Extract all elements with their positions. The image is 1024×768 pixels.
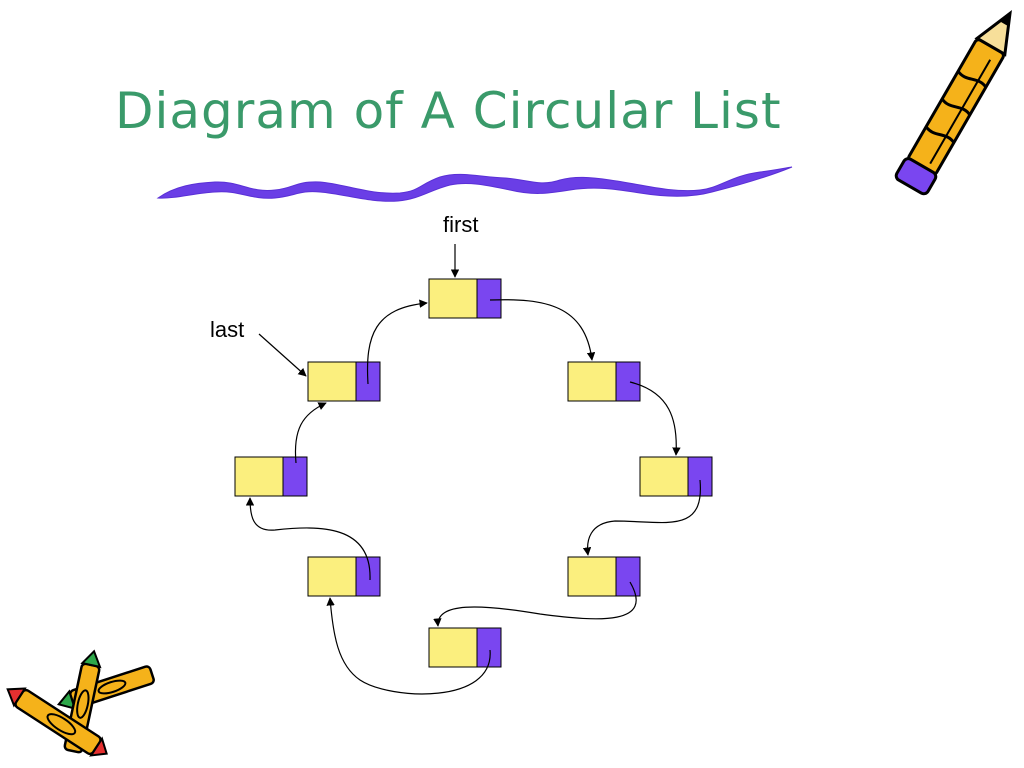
- list-node-1: [428, 278, 502, 319]
- list-node-2: [567, 361, 641, 402]
- link-arrow-4-to-5: [433, 581, 637, 627]
- link-arrow-2-to-3: [629, 381, 681, 456]
- list-node-5: [428, 627, 502, 668]
- last-pointer-arrow: [258, 333, 307, 377]
- link-arrow-5-to-6: [326, 597, 491, 695]
- first-pointer-label: first: [443, 212, 479, 237]
- link-arrow-7-to-8: [294, 402, 327, 464]
- link-arrow-3-to-4: [582, 479, 701, 556]
- list-node-6: [307, 556, 381, 597]
- link-arrow-8-to-1: [366, 299, 428, 385]
- link-arrow-6-to-7: [245, 497, 371, 581]
- link-arrow-1-to-2: [489, 299, 596, 361]
- list-node-8: [307, 361, 381, 402]
- list-node-4: [567, 556, 641, 597]
- slide-title: Diagram of A Circular List: [115, 82, 782, 140]
- last-pointer-label: last: [210, 317, 245, 342]
